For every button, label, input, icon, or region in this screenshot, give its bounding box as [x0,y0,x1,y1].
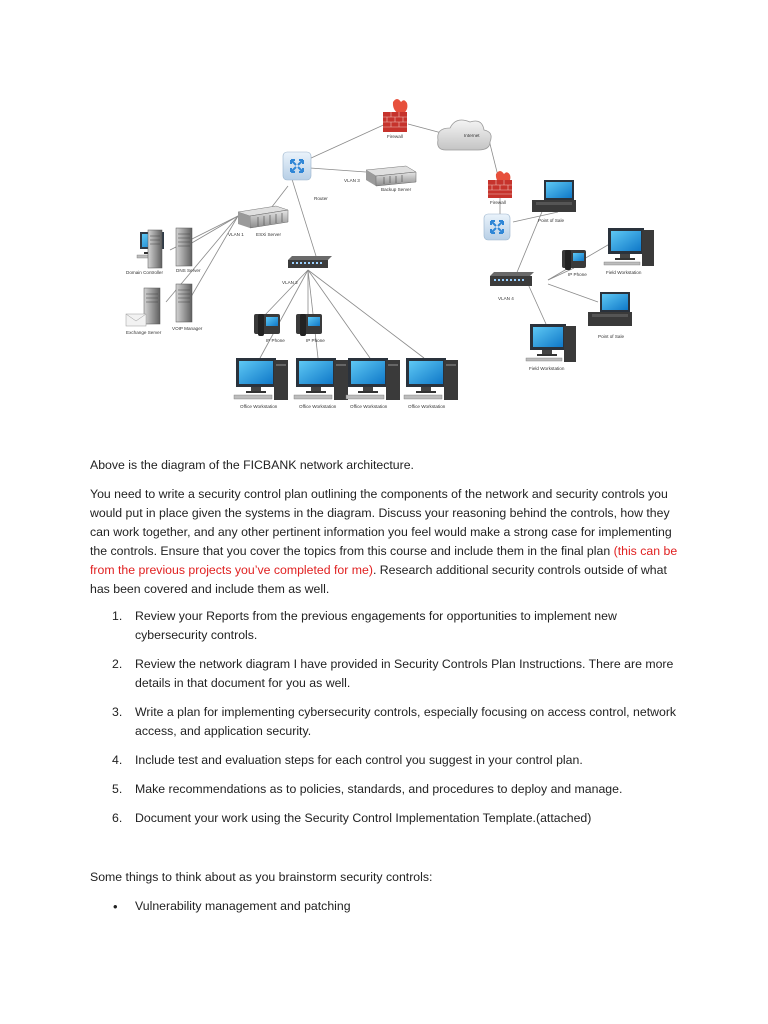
router-label: Router [314,196,328,201]
office-ws-1-label: Office Workstation [240,404,278,409]
esxi-server-label: ESXi Server [256,232,281,237]
office-ws-2-label: Office Workstation [299,404,337,409]
connection-lines [165,121,614,359]
field-workstation-1-icon [603,228,654,266]
vlan2-label: VLAN 2 [282,280,298,285]
point-of-sale-2-icon [588,292,632,326]
office-workstation-1-icon [233,358,288,400]
instructions-text: You need to write a security control pla… [90,487,672,558]
ip-phone-3-icon [562,250,586,270]
exchange-server-label: Exchange Server [126,330,162,335]
bullet-list: •Vulnerability management and patching [90,897,690,916]
list-item: •Vulnerability management and patching [113,899,351,914]
intro-text: Above is the diagram of the FICBANK netw… [90,458,414,472]
network-diagram: Firewall Internet Router VLAN 3 Backup S… [125,99,654,409]
office-workstation-4-icon [403,358,458,400]
office-workstation-2-icon [293,358,348,400]
domain-controller-label: Domain Controller [126,270,163,275]
ip-phone-2-icon [296,314,322,336]
firewall-top-icon [383,99,408,132]
bullet-list-container: •Vulnerability management and patching [90,897,690,916]
list-item: 1.Review your Reports from the previous … [112,609,617,642]
field-workstation-2-icon [525,324,576,362]
firewall-right-icon [488,171,512,198]
pos-2-label: Point of Sale [598,334,624,339]
ip-phone-2-label: IP Phone [306,338,325,343]
router-right-icon [483,213,511,241]
internet-label: Internet [464,133,480,138]
field-ws-1-label: Field Workstation [606,270,642,275]
firewall-right-label: Firewall [490,200,506,205]
office-ws-4-label: Office Workstation [408,404,446,409]
intro-paragraph: Above is the diagram of the FICBANK netw… [90,456,690,485]
list-item: 2.Review the network diagram I have prov… [112,657,674,690]
firewall-top-label: Firewall [387,134,403,139]
instructions-text-end: . Research additional security controls … [90,563,667,596]
steps-list: 1.Review your Reports from the previous … [90,607,690,828]
brainstorm-paragraph: Some things to think about as you brains… [90,868,690,897]
instructions-paragraph: You need to write a security control pla… [90,485,690,609]
exchange-server-icon [125,287,161,327]
office-workstation-3-icon [345,358,400,400]
office-ws-3-label: Office Workstation [350,404,388,409]
ip-phone-1-label: IP Phone [266,338,285,343]
vlan4-switch-icon [490,272,534,286]
brainstorm-text: Some things to think about as you brains… [90,870,433,884]
field-ws-2-label: Field Workstation [529,366,565,371]
dns-server-label: DNS Server [176,268,201,273]
list-item: 6.Document your work using the Security … [112,811,592,825]
router-icon [282,151,312,181]
vlan4-label: VLAN 4 [498,296,514,301]
pos-1-label: Point of Sale [538,218,564,223]
domain-controller-icon [136,229,164,269]
vlan1-label: VLAN 1 [228,232,244,237]
voip-manager-label: VOIP Manager [172,326,203,331]
ip-phone-1-icon [254,314,280,336]
list-item: 5.Make recommendations as to policies, s… [112,782,623,796]
ip-phone-3-label: IP Phone [568,272,587,277]
bullet-icon: • [113,899,118,914]
list-item: 3.Write a plan for implementing cybersec… [112,705,677,738]
backup-server-label: Backup Server [381,187,412,192]
list-item: 4.Include test and evaluation steps for … [112,753,583,767]
vlan2-switch-icon [288,256,332,268]
vlan3-label: VLAN 3 [344,178,360,183]
voip-manager-icon [175,283,193,323]
internet-cloud-icon [437,119,492,151]
instructions-highlight: (this can be from the previous projects … [90,544,678,577]
dns-server-icon [175,227,193,267]
backup-server-icon [365,165,417,187]
esxi-server-icon [237,205,289,229]
point-of-sale-1-icon [532,180,576,212]
steps-list-container: 1.Review your Reports from the previous … [90,607,690,838]
